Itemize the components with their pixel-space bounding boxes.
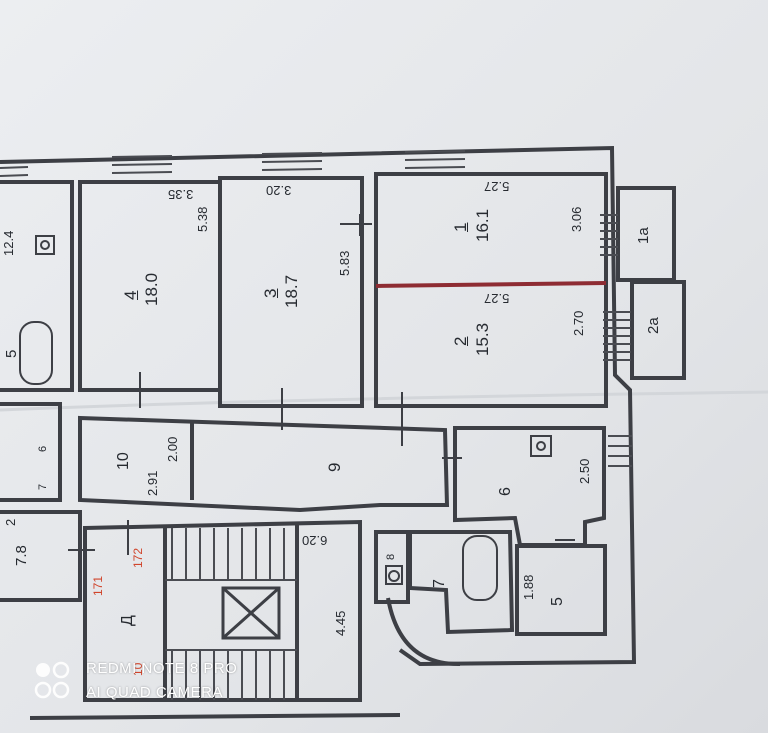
watermark-model: REDMI NOTE 8 PRO — [86, 660, 238, 677]
room-5-outline — [515, 544, 607, 636]
stairwell-num-172: 172 — [131, 547, 145, 568]
room-3-number: 3 — [261, 288, 280, 298]
room-10-depth: 2.00 — [165, 436, 180, 462]
annex-1a-label: 1a — [635, 227, 652, 244]
room-2-area: 15.3 — [473, 322, 492, 356]
annex-2a-label: 2a — [645, 317, 662, 334]
stove — [530, 435, 552, 457]
fixtures — [19, 235, 552, 601]
room-10-width: 2.91 — [145, 470, 160, 496]
left-room-6: 6 — [37, 445, 49, 452]
room-8-outline — [374, 530, 410, 604]
room-1-depth: 3.06 — [569, 206, 584, 232]
room-9-number: 9 — [325, 462, 344, 472]
watermark-logo — [34, 661, 70, 699]
room-1-area: 16.1 — [473, 208, 492, 242]
room-5-depth: 1.88 — [521, 574, 536, 600]
room-3-depth: 5.83 — [337, 250, 352, 276]
curved-wall — [386, 597, 461, 667]
room-6-depth: 2.50 — [577, 458, 592, 484]
room-6-number: 6 — [497, 487, 514, 496]
staircase — [165, 528, 297, 700]
room-7-number: 7 — [431, 579, 448, 588]
room-4-depth: 5.38 — [195, 206, 210, 232]
stairwell-num-171: 171 — [91, 575, 105, 596]
bathtub — [462, 535, 498, 601]
annex-2a-outline — [630, 280, 686, 380]
room-4-width: 3.35 — [168, 187, 194, 202]
left-room-7: 7 — [37, 483, 49, 490]
room-10-number: 10 — [115, 452, 132, 470]
doors — [68, 214, 575, 555]
room-8-number: 8 — [385, 553, 397, 560]
room-3-area: 18.7 — [282, 274, 301, 308]
room-1-2-outline — [374, 172, 608, 408]
sink-left — [35, 235, 55, 255]
walls — [0, 145, 686, 720]
left-area-7-8: 7.8 — [13, 545, 30, 566]
windows — [0, 150, 632, 467]
paper-fold — [0, 390, 768, 412]
room-5-number: 5 — [549, 597, 566, 606]
room-2-number: 2 — [451, 336, 470, 346]
stair-dim-top: 6.20 — [302, 533, 328, 548]
bathtub-left — [19, 321, 53, 385]
room-4-number: 4 — [121, 290, 140, 300]
room-2-width: 5.27 — [484, 291, 510, 306]
left-area-12-4: 12.4 — [1, 230, 16, 256]
room-3-outline — [218, 176, 364, 408]
left-room-5: 5 — [3, 349, 20, 358]
room-4-area: 18.0 — [142, 272, 161, 306]
toilet — [385, 565, 403, 585]
left-room-2: 2 — [3, 518, 18, 526]
room-3-width: 3.20 — [266, 183, 292, 198]
stairwell-letter: Д — [119, 615, 136, 626]
watermark-camera: AI QUAD CAMERA — [86, 684, 224, 701]
room-1-number: 1 — [451, 222, 470, 232]
room-2-depth: 2.70 — [571, 310, 586, 336]
stair-dim-side: 4.45 — [333, 610, 348, 636]
elevator-shaft — [221, 586, 281, 640]
room-1-width: 5.27 — [484, 179, 510, 194]
